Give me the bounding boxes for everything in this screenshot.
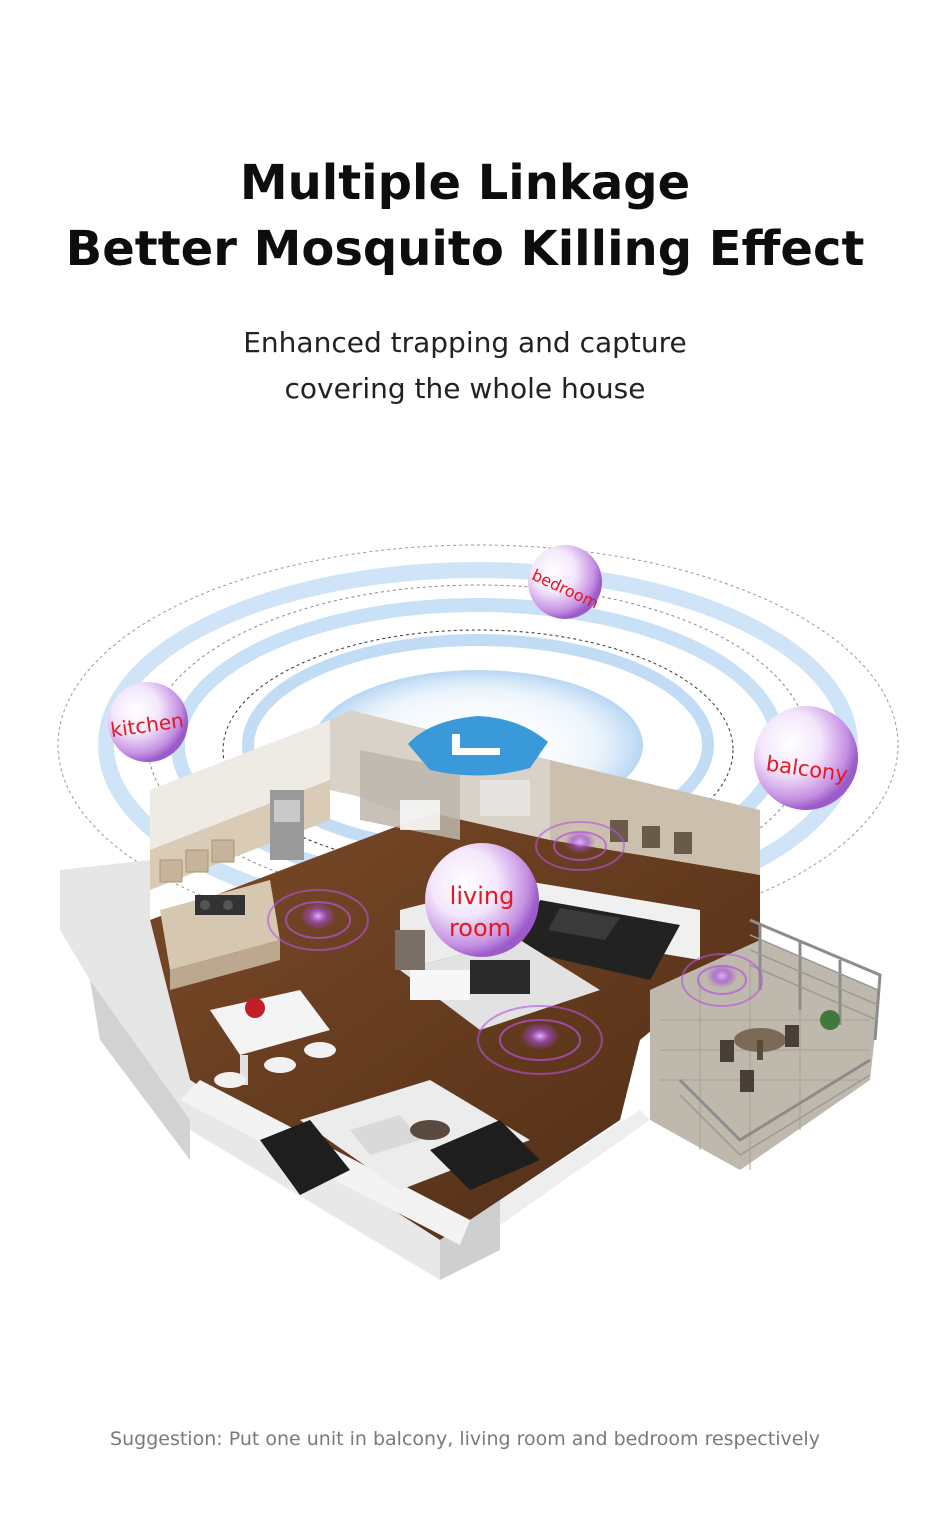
bubble-kitchen: kitchen xyxy=(108,682,188,762)
bathroom-area xyxy=(360,750,692,854)
bubble-balcony: balcony xyxy=(754,706,858,810)
uv-devices xyxy=(267,821,763,1075)
dining-table xyxy=(210,990,336,1088)
house-illustration: bedroom kitchen balcony living room xyxy=(0,520,930,1280)
uv-device-living xyxy=(477,1005,603,1075)
headline-line-2: Better Mosquito Killing Effect xyxy=(65,221,865,277)
bubble-living-room-label-2: room xyxy=(449,914,511,942)
subtitle-line-1: Enhanced trapping and capture xyxy=(243,326,687,359)
subtitle-line-2: covering the whole house xyxy=(284,372,646,405)
headline-line-1: Multiple Linkage xyxy=(239,155,691,211)
placement-suggestion: Suggestion: Put one unit in balcony, liv… xyxy=(110,1428,820,1450)
bubble-living-room: living room xyxy=(425,843,539,957)
house-illustration-svg: bedroom kitchen balcony living room xyxy=(57,544,899,1280)
patio-furniture xyxy=(720,1010,840,1092)
living-room-furniture xyxy=(260,930,540,1195)
uv-device-bedroom xyxy=(535,821,625,871)
headline: Multiple Linkage Better Mosquito Killing… xyxy=(0,150,930,282)
kitchen-area xyxy=(150,780,330,990)
uv-device-kitchen xyxy=(267,889,369,951)
subtitle: Enhanced trapping and capture covering t… xyxy=(0,320,930,412)
wifi-hub-icon xyxy=(408,716,548,776)
uv-device-balcony xyxy=(681,953,763,1007)
bubble-bedroom: bedroom xyxy=(528,545,602,619)
bubble-living-room-label-1: living xyxy=(450,882,515,910)
